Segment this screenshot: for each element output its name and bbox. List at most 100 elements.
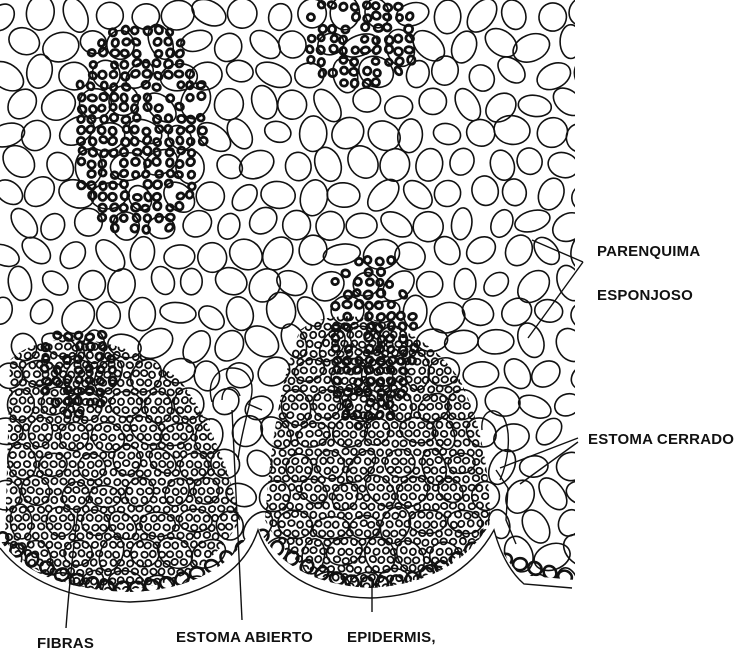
fiber-cell	[457, 394, 466, 403]
fiber-cell	[226, 559, 235, 568]
fiber-cell	[418, 367, 426, 375]
fiber-cell	[122, 352, 130, 361]
fiber-cell	[103, 425, 112, 433]
vascular-cell	[141, 205, 149, 213]
fiber-cell	[368, 430, 377, 439]
parenchyma-cell	[383, 94, 414, 120]
fiber-cell	[286, 502, 295, 511]
fiber-cell	[322, 448, 331, 457]
fiber-cell	[128, 343, 135, 350]
fiber-cell	[471, 530, 479, 538]
fiber-cell	[291, 510, 299, 518]
fiber-cell	[127, 451, 136, 460]
fiber-cell	[215, 343, 224, 352]
fiber-cell	[141, 568, 148, 576]
fiber-cell	[467, 592, 475, 599]
vascular-cell	[342, 366, 350, 375]
fiber-cell	[472, 566, 478, 573]
parenchyma-cell	[569, 55, 607, 97]
fiber-cell	[491, 494, 498, 500]
parenchyma-cell	[548, 207, 591, 247]
fiber-cell	[76, 441, 85, 450]
parenchyma-cell	[418, 88, 447, 116]
fiber-cell	[119, 469, 127, 476]
vascular-cell	[76, 341, 83, 350]
fiber-cell	[350, 522, 357, 529]
fiber-cell	[382, 492, 391, 500]
parenchyma-cell	[515, 391, 554, 423]
fiber-cell	[288, 377, 294, 384]
parenchyma-cell	[75, 267, 108, 303]
fiber-cell	[181, 396, 190, 405]
vascular-cell	[77, 157, 86, 166]
fiber-cell	[136, 378, 145, 386]
fiber-cell	[32, 425, 41, 433]
fiber-cell	[345, 529, 354, 537]
parenchyma-cell	[212, 150, 247, 184]
fiber-cell	[135, 504, 144, 512]
fiber-cell	[355, 314, 364, 322]
fiber-cell	[131, 388, 138, 394]
vascular-cell	[351, 79, 358, 87]
vascular-cell	[165, 28, 174, 37]
epidermis-cell	[433, 559, 451, 576]
vascular-cell	[108, 366, 117, 375]
fiber-cell	[85, 513, 93, 522]
fiber-cell	[314, 448, 322, 457]
fiber-cell	[72, 469, 80, 477]
fiber-cell	[87, 461, 94, 468]
fiber-cell	[212, 460, 221, 469]
fiber-cell	[166, 532, 175, 541]
fiber-cell	[251, 502, 260, 511]
fiber-cell	[333, 430, 341, 437]
fiber-cell	[157, 405, 166, 414]
fiber-cell	[337, 547, 346, 556]
vascular-cell	[132, 58, 142, 68]
fiber-cell	[18, 343, 27, 352]
fiber-cell	[149, 568, 158, 576]
fiber-cell	[458, 430, 465, 437]
fiber-cell	[463, 494, 470, 501]
vascular-cell	[120, 180, 128, 189]
fiber-cell	[51, 496, 58, 504]
fiber-cell	[308, 420, 317, 429]
fiber-cell	[28, 397, 34, 404]
fiber-cell	[413, 304, 422, 312]
fiber-cell	[430, 303, 439, 312]
fiber-cell	[314, 539, 321, 546]
parenchyma-cell	[188, 0, 231, 31]
fiber-cell	[76, 533, 84, 541]
fiber-cell	[336, 583, 345, 592]
vascular-cell	[142, 127, 151, 136]
fiber-cell	[9, 486, 18, 495]
fiber-cell	[400, 440, 408, 447]
fiber-cell	[306, 376, 314, 383]
fiber-cell	[206, 594, 215, 603]
vascular-cell	[130, 125, 139, 134]
vascular-cell	[360, 22, 370, 32]
vascular-cell	[119, 60, 129, 70]
parenchyma-cell	[129, 297, 156, 331]
fiber-cell	[324, 393, 332, 401]
fiber-cell	[322, 287, 330, 295]
fiber-cell	[157, 513, 166, 522]
fiber-cell	[496, 358, 502, 365]
fiber-cell	[444, 475, 452, 483]
vascular-cell	[151, 156, 162, 167]
fiber-cell	[471, 313, 480, 322]
fiber-cell	[445, 386, 453, 393]
fiber-cell	[158, 334, 166, 341]
fiber-cell	[127, 379, 133, 386]
fiber-cell	[26, 325, 35, 334]
parenchyma-cell	[413, 146, 446, 184]
fiber-cell	[123, 550, 130, 557]
fiber-cell	[283, 512, 290, 519]
fiber-cell	[212, 515, 218, 522]
vascular-cell	[152, 192, 162, 202]
fiber-cell	[95, 478, 103, 486]
fiber-cell	[71, 595, 80, 604]
fiber-cell	[418, 511, 425, 518]
fiber-cell	[435, 313, 443, 321]
vascular-cell	[131, 37, 141, 46]
